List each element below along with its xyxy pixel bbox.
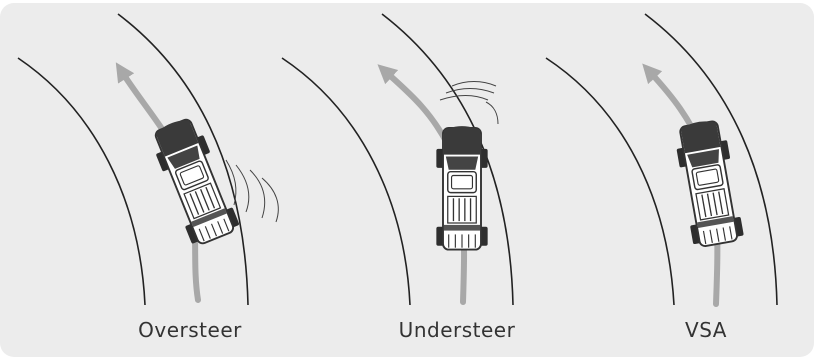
road-outer-edge: [644, 13, 778, 306]
caption-vsa: VSA: [685, 318, 727, 342]
top-down-suv-icon: [435, 125, 489, 251]
vsa-panel: [545, 13, 778, 307]
skid-lines-icon: [439, 81, 499, 125]
road-inner-edge: [545, 57, 675, 306]
top-down-suv-icon: [146, 112, 242, 249]
understeer-panel: [281, 13, 514, 306]
road-inner-edge: [17, 57, 146, 306]
caption-oversteer: Oversteer: [138, 318, 242, 342]
skid-lines-icon: [225, 159, 279, 223]
oversteer-panel: [17, 13, 279, 306]
caption-understeer: Understeer: [398, 318, 516, 342]
top-down-suv-icon: [671, 116, 746, 250]
diagram-background: [0, 3, 814, 357]
road-inner-edge: [281, 57, 411, 306]
road-outer-edge: [117, 13, 249, 306]
